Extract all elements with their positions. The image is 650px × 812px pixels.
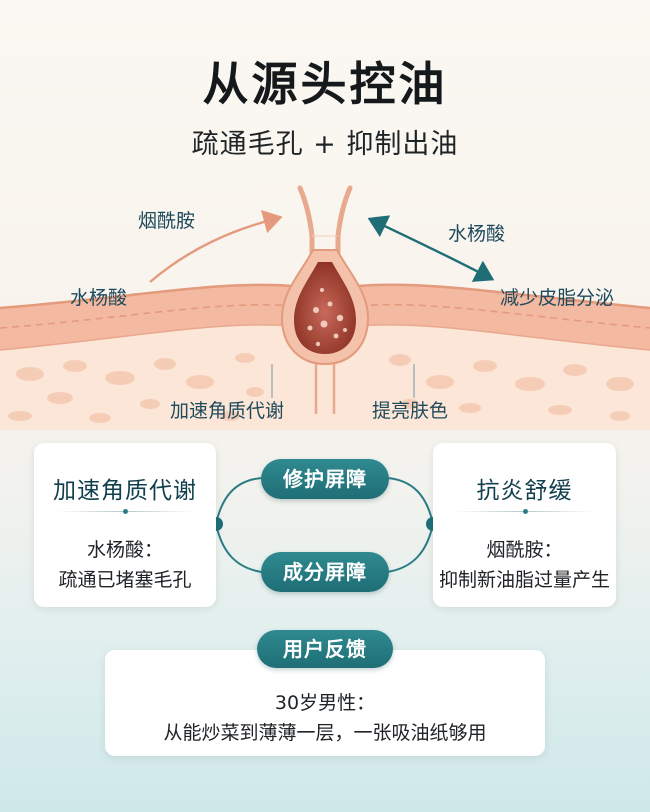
label-reduce-sebum: 减少皮脂分泌 bbox=[500, 287, 615, 309]
left-card: 加速角质代谢 水杨酸： 疏通已堵塞毛孔 bbox=[34, 443, 216, 607]
repair-barrier-pill: 修护屏障 bbox=[261, 459, 389, 499]
label-salicylic-left: 水杨酸 bbox=[70, 287, 128, 309]
left-card-heading: 加速角质代谢 bbox=[53, 478, 197, 504]
skin-cross-section-diagram bbox=[0, 185, 650, 430]
label-niacinamide: 烟酰胺 bbox=[138, 210, 196, 232]
feedback-card: 30岁男性： 从能炒菜到薄薄一层，一张吸油纸够用 bbox=[105, 650, 545, 756]
right-card-line2: 抑制新油脂过量产生 bbox=[438, 569, 610, 591]
left-card-line1: 水杨酸： bbox=[86, 539, 163, 561]
sebum-dots bbox=[307, 288, 347, 347]
right-card-divider bbox=[455, 509, 594, 514]
page-subtitle: 疏通毛孔 + 抑制出油 bbox=[191, 129, 459, 160]
user-feedback-pill: 用户反馈 bbox=[257, 630, 393, 668]
left-card-divider bbox=[56, 509, 194, 514]
ingredient-barrier-pill: 成分屏障 bbox=[261, 552, 389, 592]
left-card-line2: 疏通已堵塞毛孔 bbox=[58, 569, 192, 591]
feedback-line1: 30岁男性： bbox=[274, 692, 376, 714]
label-keratin: 加速角质代谢 bbox=[170, 400, 285, 422]
right-card-line1: 烟酰胺： bbox=[486, 539, 563, 561]
pore-shaft bbox=[297, 185, 353, 261]
page-title: 从源头控油 bbox=[202, 57, 448, 111]
dermis-layer bbox=[0, 301, 650, 430]
label-salicylic-right: 水杨酸 bbox=[448, 223, 506, 245]
clogged-follicle bbox=[294, 262, 356, 354]
salicylic-arrow bbox=[367, 215, 495, 282]
right-card-heading: 抗炎舒缓 bbox=[476, 478, 573, 504]
niacinamide-arrow bbox=[149, 210, 283, 283]
feedback-line2: 从能炒菜到薄薄一层，一张吸油纸够用 bbox=[163, 722, 487, 744]
right-card: 抗炎舒缓 烟酰胺： 抑制新油脂过量产生 bbox=[433, 443, 616, 607]
label-brighten: 提亮肤色 bbox=[372, 400, 449, 422]
